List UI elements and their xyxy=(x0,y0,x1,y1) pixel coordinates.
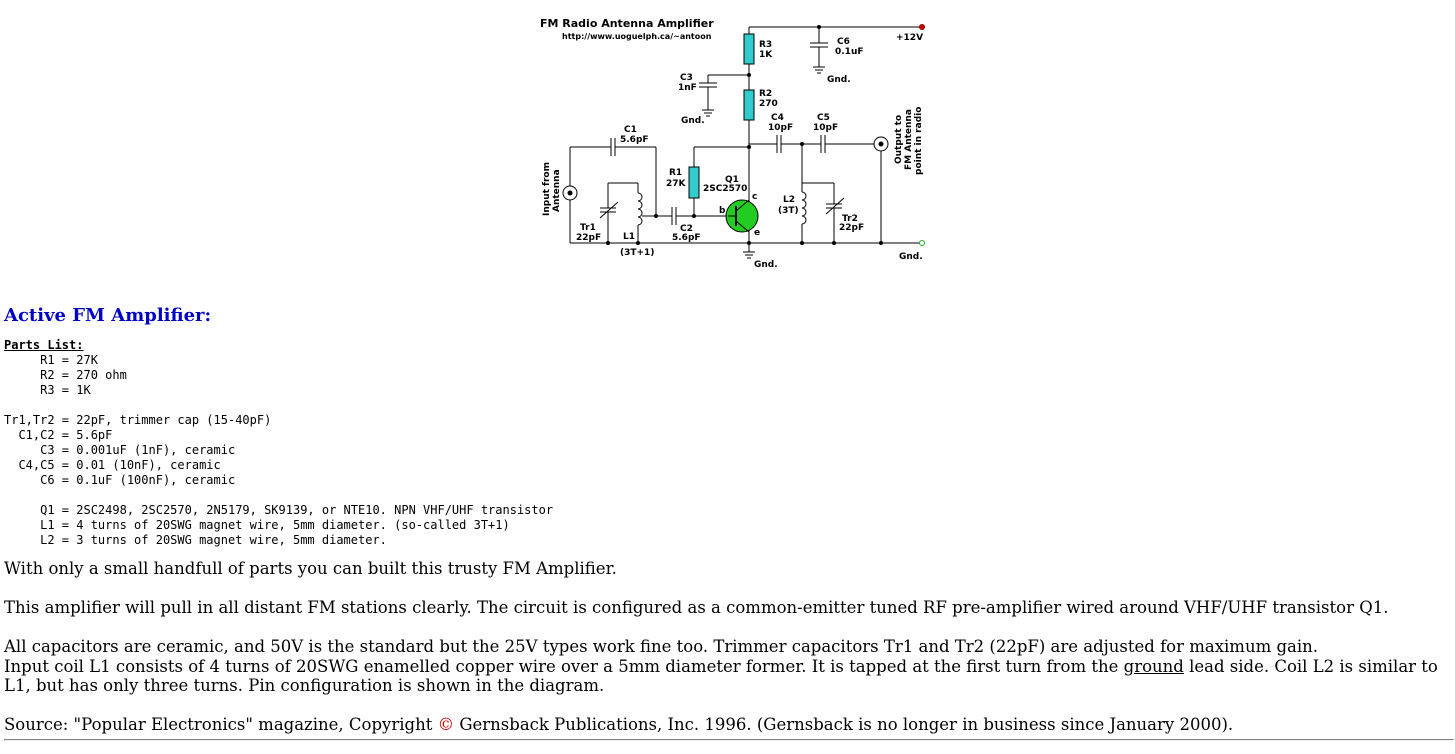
gnd-label-emitter: Gnd. xyxy=(754,260,778,270)
parts-list-line: C3 = 0.001uF (1nF), ceramic xyxy=(4,443,236,457)
tr1-name: Tr1 xyxy=(580,223,596,233)
l2-value: (3T) xyxy=(778,206,799,216)
coil-text-after: lead side. Coil L2 is similar to L1, but… xyxy=(4,656,1438,696)
l2-name: L2 xyxy=(783,195,795,205)
c4-name: C4 xyxy=(771,113,784,123)
intro-paragraph: With only a small handfull of parts you … xyxy=(4,559,617,578)
input-label-line2: Antenna xyxy=(552,169,562,212)
q1-transistor xyxy=(725,190,759,233)
c3-value: 1nF xyxy=(678,83,697,93)
pin-b-label: b xyxy=(719,206,726,216)
coil-text-before: Input coil L1 consists of 4 turns of 20S… xyxy=(4,656,1124,676)
c5-value: 10pF xyxy=(813,123,838,133)
article-body: With only a small handfull of parts you … xyxy=(4,559,1452,754)
supply-terminal xyxy=(919,24,925,30)
gnd-label-output: Gnd. xyxy=(899,252,923,262)
pin-e-label: e xyxy=(754,228,760,238)
parts-list-lines: R1 = 27K R2 = 270 ohm R3 = 1K Tr1,Tr2 = … xyxy=(4,353,553,547)
horizontal-rule xyxy=(4,739,1454,741)
tr2-name: Tr2 xyxy=(842,214,858,224)
parts-list-line: Q1 = 2SC2498, 2SC2570, 2N5179, SK9139, o… xyxy=(4,503,554,517)
c3-name: C3 xyxy=(680,73,693,83)
output-jack-icon xyxy=(873,136,889,152)
schematic-drawing: FM Radio Antenna Amplifier http://www.uo… xyxy=(540,17,925,270)
c4-value: 10pF xyxy=(768,123,793,133)
l1-name: L1 xyxy=(623,232,635,242)
input-jack-icon xyxy=(562,185,578,201)
r3-value: 1K xyxy=(759,50,773,60)
input-label-line1: Input from xyxy=(542,162,552,216)
parts-list-line: Tr1,Tr2 = 22pF, trimmer cap (15-40pF) xyxy=(4,413,272,427)
r3-resistor xyxy=(743,33,755,65)
schematic-url: http://www.uoguelph.ca/~antoon xyxy=(562,32,712,41)
parts-list-line: R2 = 270 ohm xyxy=(4,368,127,382)
q1-value: 2SC2570 xyxy=(703,184,747,194)
r2-value: 270 xyxy=(759,99,778,109)
r1-value: 27K xyxy=(666,179,687,189)
supply-label: +12V xyxy=(896,33,923,43)
schematic-title: FM Radio Antenna Amplifier xyxy=(540,17,714,30)
q1-name: Q1 xyxy=(725,175,739,185)
c2-value: 5.6pF xyxy=(672,233,701,243)
parts-list-line: C1,C2 = 5.6pF xyxy=(4,428,113,442)
pin-c-label: c xyxy=(752,192,757,202)
parts-list-line: R3 = 1K xyxy=(4,383,91,397)
tr1-value: 22pF xyxy=(576,233,601,243)
c6-value: 0.1uF xyxy=(835,47,864,57)
output-label-line1: Output to xyxy=(894,115,904,164)
circuit-schematic: FM Radio Antenna Amplifier http://www.uo… xyxy=(530,12,940,274)
parts-list-line: R1 = 27K xyxy=(4,353,98,367)
gnd-label-c3: Gnd. xyxy=(681,116,705,126)
parts-list-title: Parts List: xyxy=(4,338,84,352)
parts-list-line: C4,C5 = 0.01 (10nF), ceramic xyxy=(4,458,221,472)
c2-name: C2 xyxy=(680,224,693,234)
parts-list-line: L1 = 4 turns of 20SWG magnet wire, 5mm d… xyxy=(4,518,510,532)
c6-name: C6 xyxy=(837,37,850,47)
description-paragraph: This amplifier will pull in all distant … xyxy=(4,598,1389,617)
source-text-after: Gernsback Publications, Inc. 1996. (Gern… xyxy=(454,715,1234,734)
page-heading: Active FM Amplifier: xyxy=(4,305,212,326)
ground-terminal xyxy=(919,240,925,246)
source-text-before: Source: "Popular Electronics" magazine, … xyxy=(4,715,438,734)
r1-resistor xyxy=(688,166,700,199)
c1-name: C1 xyxy=(624,125,637,135)
r2-resistor xyxy=(743,89,755,121)
parts-list-line: L2 = 3 turns of 20SWG magnet wire, 5mm d… xyxy=(4,533,387,547)
r1-name: R1 xyxy=(669,168,682,178)
r2-name: R2 xyxy=(759,89,772,99)
l1-value: (3T+1) xyxy=(620,248,654,258)
source-paragraph: Source: "Popular Electronics" magazine, … xyxy=(4,715,1452,735)
ground-link[interactable]: ground xyxy=(1123,656,1184,676)
parts-list-line: C6 = 0.1uF (100nF), ceramic xyxy=(4,473,236,487)
tr2-value: 22pF xyxy=(839,223,864,233)
output-label-line2: FM Antenna xyxy=(904,109,914,170)
capacitors-paragraph: All capacitors are ceramic, and 50V is t… xyxy=(4,637,1319,656)
gnd-label-c6: Gnd. xyxy=(827,75,851,85)
coil-paragraph: Input coil L1 consists of 4 turns of 20S… xyxy=(4,657,1452,696)
r3-name: R3 xyxy=(759,40,772,50)
c1-value: 5.6pF xyxy=(620,135,649,145)
c5-name: C5 xyxy=(817,113,830,123)
parts-list: Parts List: R1 = 27K R2 = 270 ohm R3 = 1… xyxy=(4,338,553,548)
output-label-line3: point in radio xyxy=(914,107,924,175)
copyright-symbol: © xyxy=(437,715,455,734)
